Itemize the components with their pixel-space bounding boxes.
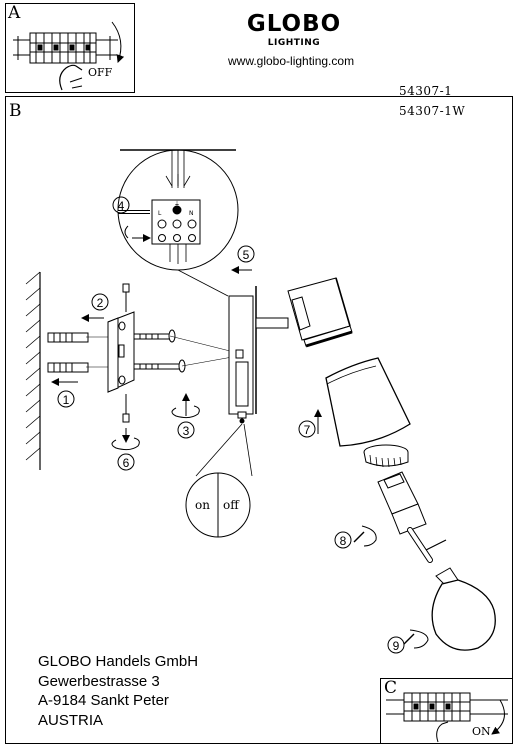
fuse-off-label: OFF (88, 66, 113, 79)
step-3-circle (177, 421, 195, 439)
section-c-letter: C (384, 678, 398, 698)
step-4-number: 4 (118, 199, 125, 213)
lampholder-ring (363, 444, 409, 468)
wall-hatch (25, 271, 41, 470)
section-a-letter: A (8, 3, 21, 23)
terminal-label-n: N (189, 210, 194, 217)
step-1-number: 1 (63, 393, 70, 407)
step-8-circle (334, 531, 352, 549)
address-street: Gewerbestrasse 3 (38, 672, 160, 690)
brand-url: www.globo-lighting.com (228, 54, 355, 68)
section-a-frame (5, 3, 135, 93)
step-5-circle (237, 245, 255, 263)
step-5-number: 5 (243, 248, 250, 262)
fuse-box-on-diagram (386, 692, 508, 743)
step-8-number: 8 (340, 534, 347, 548)
section-b-frame (5, 96, 513, 744)
step-2-circle (91, 293, 109, 311)
switch-on-label: on (195, 498, 210, 512)
step-3-number: 3 (183, 424, 190, 438)
brand-logo-name: GLOBO (246, 11, 342, 37)
fuse-box-off-diagram (13, 21, 125, 91)
step-6-number: 6 (123, 456, 130, 470)
glass-shade (325, 357, 411, 447)
step-9-number: 9 (393, 639, 400, 653)
wall-plugs (47, 332, 89, 373)
step-7-circle (298, 420, 316, 438)
section-b-letter: B (9, 101, 22, 121)
address-block: GLOBO Handels GmbH Gewerbestrasse 3 A-91… (38, 652, 278, 730)
socket (377, 471, 447, 563)
step-7-number: 7 (304, 423, 311, 437)
direction-arrows (51, 266, 429, 649)
light-bulb (431, 567, 496, 651)
article-number-2: 54307-1W (399, 104, 466, 118)
mounting-bracket (107, 311, 135, 393)
switch-detail (185, 423, 253, 538)
fixture-back-plate (228, 286, 257, 424)
fuse-row-a (29, 32, 97, 64)
step-6-circle (117, 453, 135, 471)
step-circles (57, 196, 405, 654)
article-number-1: 54307-1 (399, 84, 453, 98)
address-country: AUSTRIA (38, 711, 104, 729)
address-company: GLOBO Handels GmbH (38, 653, 199, 670)
bracket-set-screws (122, 283, 130, 423)
address-city: A-9184 Sankt Peter (38, 692, 169, 709)
terminal-detail (117, 149, 239, 297)
step-4-circle (112, 196, 130, 214)
step-2-number: 2 (97, 296, 104, 310)
terminal-label-l: L (158, 210, 162, 217)
bracket-screws (133, 329, 186, 373)
fuse-on-label: ON (472, 725, 491, 738)
step-9-circle (387, 636, 405, 654)
step-1-circle (57, 390, 75, 408)
switch-off-label: off (223, 498, 240, 512)
spotlight-head (255, 277, 353, 348)
brand-logo-sub: LIGHTING (267, 38, 321, 48)
terminal-label-earth: ⏚ (174, 201, 180, 208)
